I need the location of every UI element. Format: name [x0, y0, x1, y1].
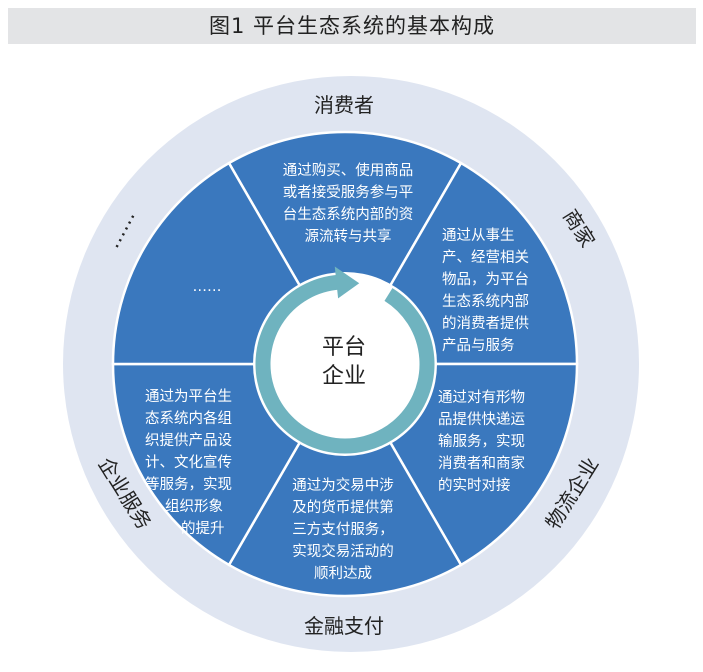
center-label-line1: 平台: [322, 335, 366, 360]
segment-logistics-text: 通过对有形物 品提供快递运 输服务，实现 消费者和商家 的实时对接: [438, 389, 525, 494]
consumers-line: 源流转与共享: [305, 228, 392, 245]
label-consumers: 消费者: [314, 93, 374, 117]
center-label-line2: 企业: [322, 364, 366, 389]
finance-line: 通过为交易中涉: [292, 476, 394, 494]
segment-service-text: 通过为平台生 态系统内各组 织提供产品设 计、文化宣传 等服务，实现 组织形象 …: [145, 388, 232, 537]
merchants-line: 的消费者提供: [442, 315, 529, 332]
consumers-line: 或者接受服务参与平: [283, 184, 414, 201]
logistics-line: 消费者和商家: [438, 455, 525, 472]
title-bar: 图1 平台生态系统的基本构成: [8, 8, 696, 44]
logistics-line: 的实时对接: [438, 477, 511, 494]
logistics-line: 通过对有形物: [438, 389, 525, 406]
service-line: 通过为平台生: [145, 388, 232, 405]
merchants-line: 物品，为平台: [442, 271, 529, 288]
label-finance: 金融支付: [304, 614, 384, 638]
service-line: 织提供产品设: [145, 432, 232, 449]
figure-title: 图1 平台生态系统的基本构成: [208, 14, 496, 38]
cycle-arrow-icon: [255, 266, 435, 454]
service-line: 等服务，实现: [145, 475, 232, 493]
merchants-line: 产品与服务: [442, 337, 515, 354]
consumers-line: 台生态系统内部的资: [283, 206, 414, 223]
segment-merchants-text: 通过从事生 产、经营相关 物品，为平台 生态系统内部 的消费者提供 产品与服务: [442, 227, 529, 354]
segment-consumers-text: 通过购买、使用商品 或者接受服务参与平 台生态系统内部的资 源流转与共享: [283, 162, 414, 245]
service-line: 组织形象: [165, 498, 223, 515]
service-line: 的提升: [181, 520, 225, 537]
logistics-line: 输服务，实现: [438, 433, 525, 450]
merchants-line: 生态系统内部: [442, 293, 529, 310]
finance-line: 实现交易活动的: [292, 542, 394, 560]
logistics-line: 品提供快递运: [438, 411, 525, 428]
finance-line: 及的货币提供第: [292, 498, 394, 516]
merchants-line: 产、经营相关: [442, 249, 529, 266]
finance-line: 顺利达成: [314, 565, 372, 582]
segment-other-text: ……: [193, 279, 222, 295]
consumers-line: 通过购买、使用商品: [283, 162, 414, 179]
segment-finance-text: 通过为交易中涉 及的货币提供第 三方支付服务， 实现交易活动的 顺利达成: [292, 476, 394, 582]
inner-disc: [253, 272, 437, 456]
service-line: 计、文化宣传: [145, 454, 232, 471]
finance-line: 三方支付服务，: [292, 521, 394, 538]
merchants-line: 通过从事生: [442, 227, 515, 244]
service-line: 态系统内各组: [145, 410, 232, 427]
